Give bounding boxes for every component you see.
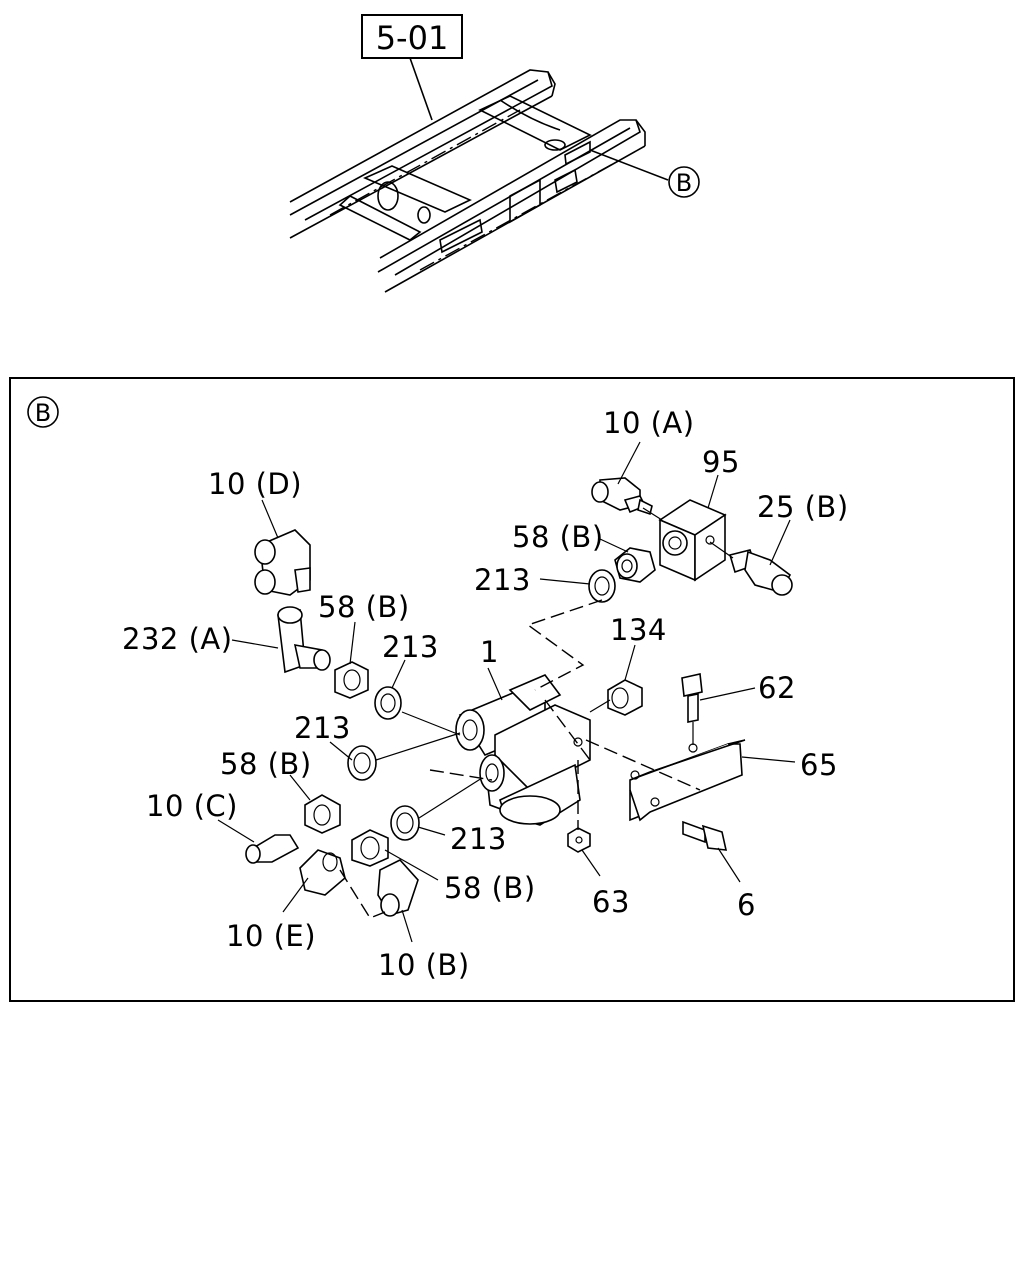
washer-213-low (390, 805, 420, 841)
parts-drawing (245, 477, 793, 919)
callout-10d[interactable]: 10 (D) (208, 467, 302, 501)
callout-labels: 10 (A) 95 25 (B) 58 (B) 213 10 (D) 232 (… (122, 406, 849, 982)
detail-frame (9, 377, 1015, 1002)
bolt-62 (681, 673, 703, 723)
callout-63[interactable]: 63 (592, 885, 630, 919)
callout-58b-low[interactable]: 58 (B) (444, 871, 536, 905)
fitting-10d (254, 529, 311, 596)
nut-58b-low (351, 829, 389, 867)
callout-134[interactable]: 134 (610, 613, 667, 647)
washer-213-mid (374, 686, 402, 720)
connector-10c (245, 834, 300, 864)
reference-box[interactable]: 5-01 (361, 14, 463, 59)
block-95 (658, 499, 727, 582)
callout-58b-top[interactable]: 58 (B) (512, 520, 604, 554)
callout-232a[interactable]: 232 (A) (122, 622, 233, 656)
callout-1[interactable]: 1 (480, 635, 499, 669)
fitting-10e (299, 849, 346, 896)
fitting-10a (591, 477, 653, 516)
washer-213-left (347, 745, 377, 781)
chassis-frame-drawing (289, 69, 646, 293)
bolt-6 (682, 820, 728, 851)
nut-63 (567, 827, 591, 853)
fitting-10b (377, 859, 419, 917)
callout-95[interactable]: 95 (702, 445, 740, 479)
reference-label: 5-01 (376, 19, 449, 57)
nut-58b-mid (334, 661, 369, 699)
plug-134 (607, 679, 643, 716)
callout-58b-mid[interactable]: 58 (B) (318, 590, 410, 624)
callout-213-top[interactable]: 213 (474, 563, 531, 597)
chassis-overview: 5-01 (289, 14, 700, 293)
nut-58b-left (304, 794, 341, 834)
leader-lines (217, 441, 796, 943)
callout-6[interactable]: 6 (737, 888, 756, 922)
bracket-65 (629, 739, 746, 822)
nut-58b-top (614, 547, 656, 583)
callout-213-low[interactable]: 213 (450, 822, 507, 856)
tee-232a (277, 606, 331, 674)
callout-10e[interactable]: 10 (E) (226, 919, 316, 953)
svg-text:B: B (35, 399, 51, 427)
callout-10b[interactable]: 10 (B) (378, 948, 470, 982)
valve-1 (455, 674, 591, 826)
callout-58b-left[interactable]: 58 (B) (220, 747, 312, 781)
callout-25b[interactable]: 25 (B) (757, 490, 849, 524)
detail-b-marker[interactable]: B (668, 166, 700, 198)
callout-10a[interactable]: 10 (A) (603, 406, 695, 440)
callout-10c[interactable]: 10 (C) (146, 789, 238, 823)
callout-62[interactable]: 62 (758, 671, 796, 705)
switch-25b (728, 549, 793, 596)
callout-213-mid[interactable]: 213 (382, 630, 439, 664)
callout-65[interactable]: 65 (800, 748, 838, 782)
svg-text:B: B (676, 169, 692, 197)
washer-213-top (588, 569, 616, 603)
detail-frame-marker: B (27, 396, 59, 428)
callout-213-left[interactable]: 213 (294, 711, 351, 745)
